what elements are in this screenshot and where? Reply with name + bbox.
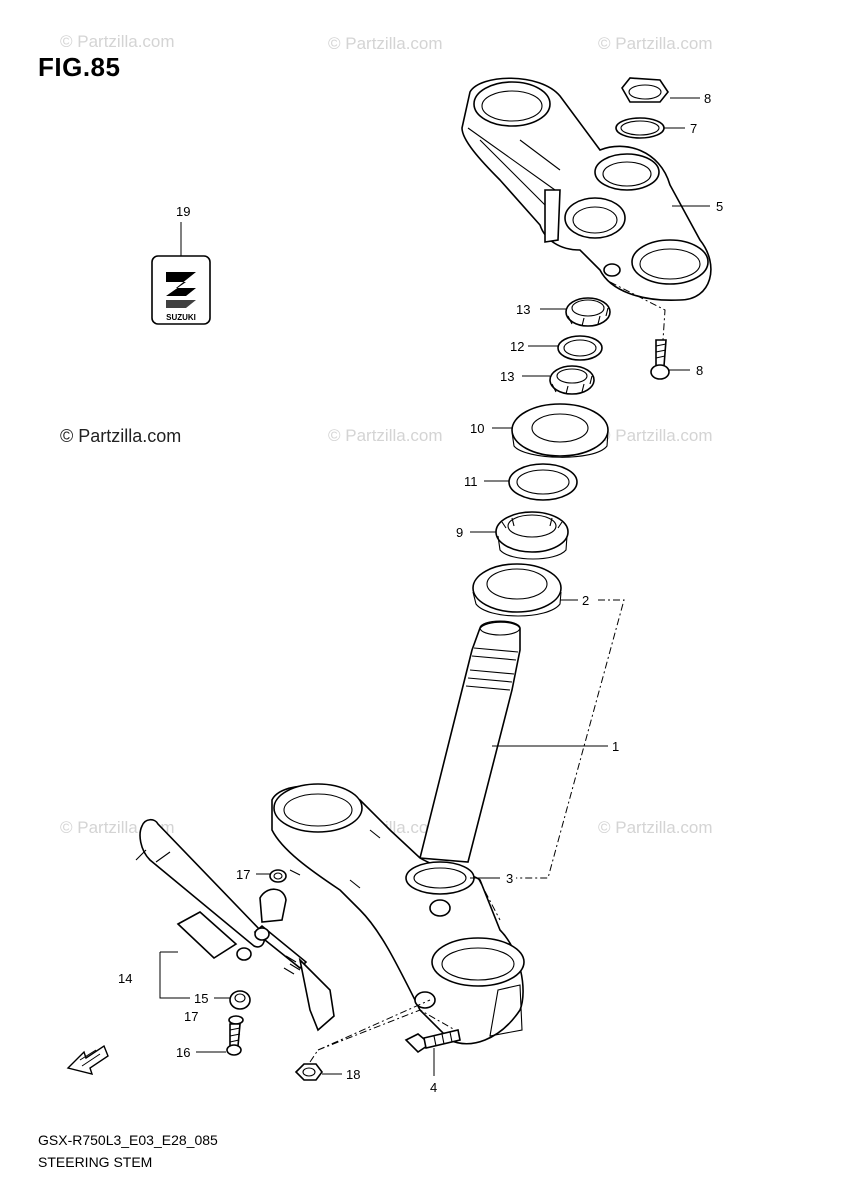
- callout-11: 11: [464, 474, 478, 489]
- steering-stem-lock-nut[interactable]: [549, 365, 595, 395]
- callout-5: 5: [716, 199, 723, 214]
- callout-7: 7: [690, 121, 697, 136]
- lower-bracket-clamp-bolt[interactable]: [404, 1029, 461, 1054]
- callout-16: 16: [176, 1045, 190, 1060]
- upper-steering-bracket[interactable]: [461, 77, 712, 301]
- damper-nut[interactable]: [294, 1063, 323, 1081]
- steering-damper[interactable]: [135, 818, 335, 1032]
- watermark: © Partzilla.com: [60, 426, 182, 446]
- watermark: © Partzilla.com: [598, 818, 713, 837]
- suzuki-decal[interactable]: SUZUKI: [151, 255, 211, 325]
- callout-19: 19: [176, 204, 190, 219]
- decal-brand-text: SUZUKI: [166, 313, 196, 322]
- callout-15: 15: [194, 991, 208, 1006]
- damper-collar[interactable]: [229, 990, 251, 1010]
- callout-18: 18: [346, 1067, 360, 1082]
- bracket-clamp-bolt[interactable]: [650, 339, 670, 380]
- damper-bushing[interactable]: [269, 869, 287, 883]
- callout-10: 10: [470, 421, 484, 436]
- damper-washer[interactable]: [228, 1015, 244, 1025]
- steering-stem-lower-bracket[interactable]: [271, 620, 525, 1045]
- figure-title: FIG.85: [38, 52, 121, 82]
- watermark: © Partzilla.com: [328, 34, 443, 53]
- dust-seal[interactable]: [511, 403, 609, 458]
- callout-13: 13: [500, 369, 514, 384]
- callout-2: 2: [582, 593, 589, 608]
- callout-13: 13: [516, 302, 530, 317]
- callout-1: 1: [612, 739, 619, 754]
- callout-14: 14: [118, 971, 132, 986]
- callout-17: 17: [236, 867, 250, 882]
- lock-washer[interactable]: [557, 335, 603, 361]
- figure-caption: STEERING STEM: [38, 1154, 153, 1170]
- callout-8: 8: [704, 91, 711, 106]
- callout-17: 17: [184, 1009, 198, 1024]
- steering-stem-lock-nut[interactable]: [565, 297, 611, 327]
- front-direction-arrow-icon: [66, 1044, 109, 1075]
- callout-4: 4: [430, 1080, 437, 1095]
- damper-mount-bolt[interactable]: [226, 1023, 242, 1056]
- watermark: © Partzilla.com: [60, 32, 175, 51]
- steering-stem-nut[interactable]: [621, 77, 669, 103]
- figure-code: GSX-R750L3_E03_E28_085: [38, 1132, 218, 1148]
- callout-9: 9: [456, 525, 463, 540]
- watermark: © Partzilla.com: [598, 426, 713, 445]
- callout-3: 3: [506, 871, 513, 886]
- callout-12: 12: [510, 339, 524, 354]
- callout-8: 8: [696, 363, 703, 378]
- watermark: © Partzilla.com: [328, 426, 443, 445]
- bearing-washer[interactable]: [508, 463, 578, 501]
- watermark: © Partzilla.com: [598, 34, 713, 53]
- stem-nut-washer[interactable]: [615, 117, 665, 139]
- steering-stem-bearing-race[interactable]: [472, 563, 562, 617]
- steering-stem-bearing-upper[interactable]: [495, 511, 569, 560]
